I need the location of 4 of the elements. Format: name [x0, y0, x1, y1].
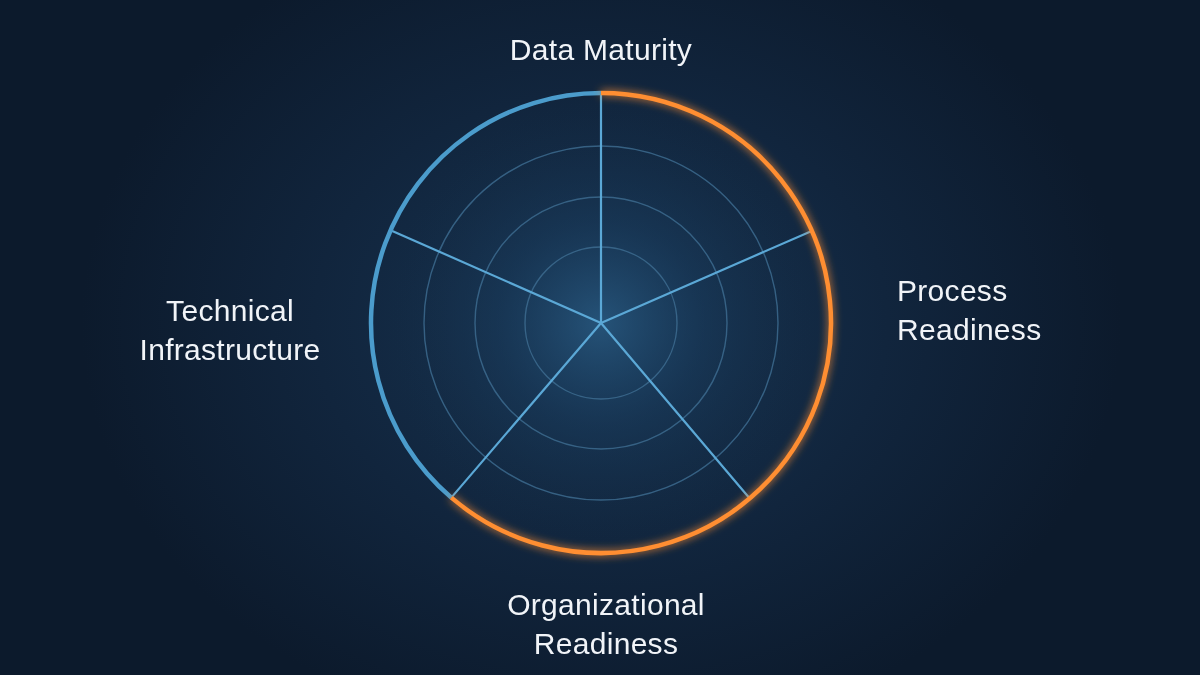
axis-label: Organizational Readiness — [506, 587, 706, 662]
axis-label: Data Maturity — [508, 32, 694, 68]
axis-label: Technical Infrastructure — [138, 293, 322, 368]
axis-label: Process Readiness — [897, 273, 1043, 348]
